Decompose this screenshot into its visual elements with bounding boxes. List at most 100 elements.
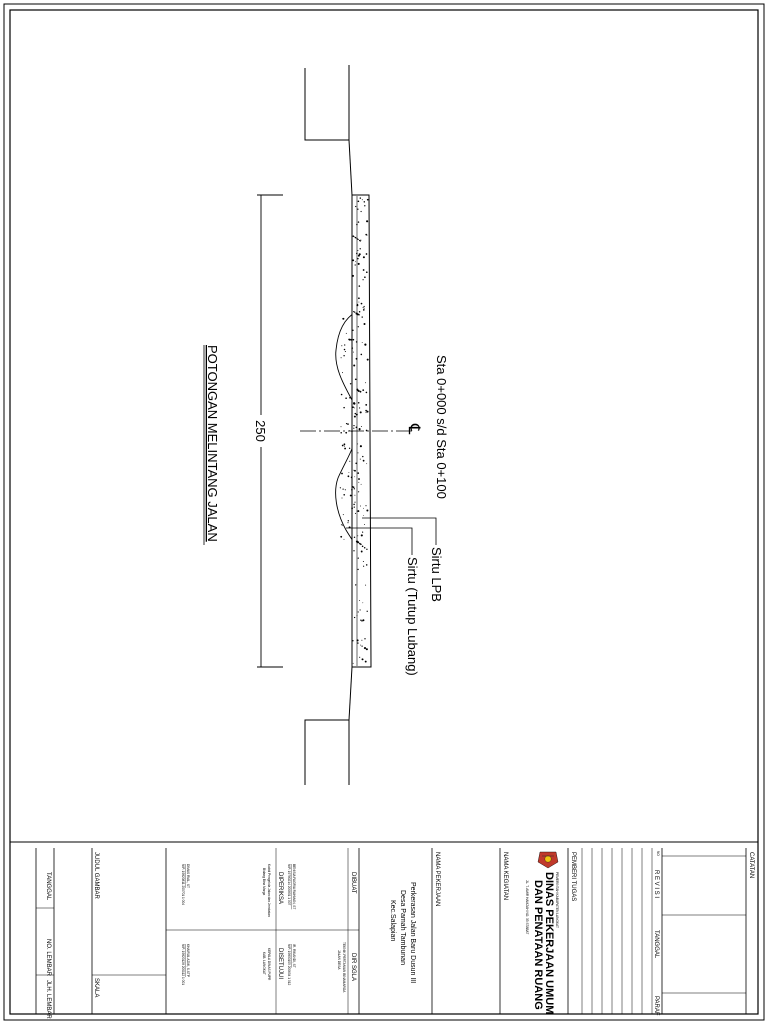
title-block: CATATAN NO R E V I S I TANGGAL PARAF PEM… [35,848,754,1019]
aggregate-dot [362,602,364,604]
agency-name-line1: DINAS PEKERJAAN UMUM [543,872,555,1014]
aggregate-dot [355,357,358,360]
pemberi-tugas-label: PEMBERI TUGAS [570,852,576,901]
aggregate-dot [364,660,367,663]
aggregate-dot [360,619,362,621]
aggregate-dot [342,317,345,320]
leader-sirtu-lpb [362,517,437,545]
aggregate-dot [363,323,366,325]
aggregate-dot [347,520,350,522]
aggregate-dot [359,445,362,448]
aggregate-dot [365,382,367,384]
aggregate-dot [353,407,355,409]
aggregate-dot [352,338,355,341]
aggregate-dot [359,505,361,507]
aggregate-dot [340,524,342,526]
aggregate-dot [361,199,363,201]
aggregate-dot [351,347,354,349]
sign-right-top-2: JALAN DESA [337,950,341,970]
station-label: Sta 0+000 s/d Sta 0+100 [434,355,449,499]
aggregate-dot [353,536,356,539]
road-cross-section: ℄ 250 Sta 0+000 s/d Sta 0+100 Sirtu LPB … [203,65,449,785]
aggregate-dot [366,463,368,465]
aggregate-dot [356,252,358,255]
aggregate-dot [343,445,345,447]
revisi-title: R E V I S I [653,870,659,898]
aggregate-dot [358,428,361,431]
aggregate-dot [355,205,357,208]
aggregate-dot [362,269,365,271]
aggregate-dot [355,261,356,263]
aggregate-dot [365,409,367,412]
aggregate-dot [360,534,363,537]
aggregate-hatch [339,197,369,664]
aggregate-dot [366,548,368,551]
aggregate-dot [357,535,359,537]
aggregate-dot [365,403,368,406]
aggregate-dot [363,565,365,567]
aggregate-dot [366,358,369,361]
sign-right-mid-name: IR. RIKANDI, ST [292,944,296,968]
aggregate-dot [364,276,366,279]
catatan-label: CATATAN [748,852,754,878]
tanggal-label: TANGGAL [45,872,51,901]
aggregate-dot [357,402,360,404]
aggregate-dot [357,568,359,571]
aggregate-dot [360,550,363,553]
aggregate-dot [353,469,355,471]
aggregate-dot [353,424,355,427]
aggregate-dot [347,475,350,478]
dimension-text-bg [253,415,269,447]
sign-left-top-name: BENISIA FAGRIA RAHMAN, ST [292,864,296,909]
agency-government: PEMERINTAH KABUPATEN LANGKAT [555,872,559,928]
aggregate-dot [354,476,356,478]
ground-profile-top [304,65,350,141]
aggregate-dot [359,240,361,242]
aggregate-dot [353,402,356,405]
disetujui-label: DISETUJUI [277,948,283,979]
aggregate-dot [362,306,364,309]
aggregate-dot [343,443,346,446]
aggregate-dot [340,432,342,434]
project-line2: Desa Pamah Tambunan [399,890,406,965]
aggregate-dot [360,302,363,305]
aggregate-dot [363,547,366,549]
sign-right-low-2: KAB. LANGKAT [262,952,266,975]
aggregate-dot [354,264,356,266]
aggregate-dot [353,236,355,238]
aggregate-dot [352,406,354,409]
aggregate-dot [348,338,351,341]
aggregate-dot [363,307,365,309]
aggregate-dot [361,639,363,641]
aggregate-dot [344,447,347,450]
aggregate-dot [354,311,356,313]
aggregate-dot [361,545,364,548]
aggregate-dot [355,237,357,239]
aggregate-dot [355,413,358,416]
aggregate-dot [339,487,342,489]
dibuat-label: DIBUAT [350,872,356,894]
aggregate-dot [357,541,360,544]
aggregate-dot [353,488,355,490]
revisi-tanggal: TANGGAL [653,930,659,959]
aggregate-dot [350,339,352,341]
aggregate-dot [359,609,361,611]
aggregate-dot [362,309,365,311]
sign-left-bottom-nip: NIP. 19820811 200701 1 004 [181,864,185,905]
aggregate-dot [356,223,358,226]
aggregate-dot [359,197,362,199]
slope-line-bottom [348,666,353,721]
aggregate-dot [352,486,355,489]
aggregate-dot [355,341,358,343]
aggregate-dot [357,642,359,644]
aggregate-dot [358,478,360,480]
aggregate-dot [357,472,360,474]
aggregate-dot [362,459,365,462]
aggregate-dot [359,239,361,242]
aggregate-dot [357,557,359,559]
aggregate-dot [365,648,367,650]
aggregate-dot [355,426,358,429]
sign-right-bottom-name: KHAIRUL AZMI, S.STP [186,944,190,977]
dimension-label: 250 [253,420,268,442]
aggregate-dot [354,501,356,503]
